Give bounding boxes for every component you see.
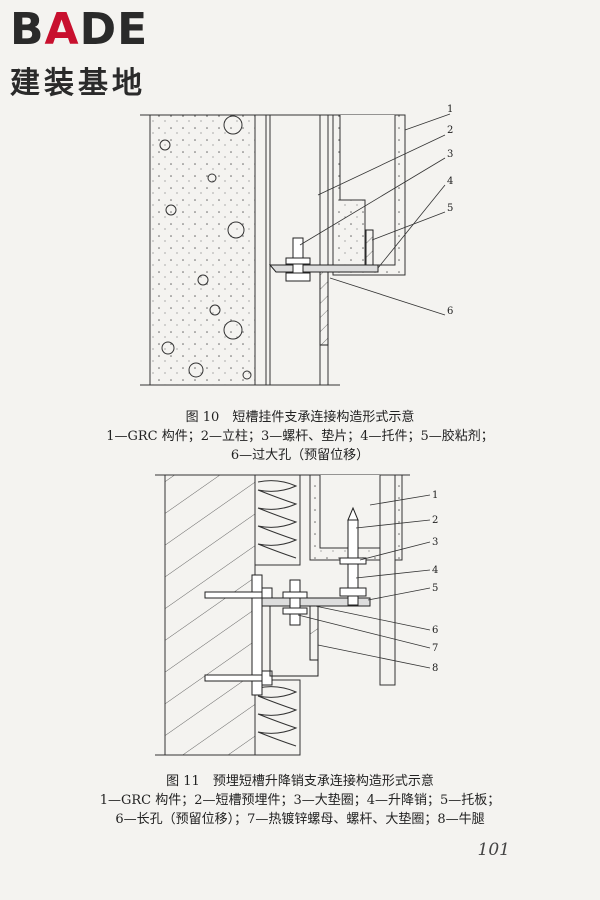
fig10-callout-2: 2 <box>447 125 453 136</box>
figure-10-legend-line2: 6—过大孔（预留位移） <box>230 448 370 463</box>
fig10-callout-6: 6 <box>447 306 453 317</box>
fig11-callout-2: 2 <box>432 515 438 526</box>
fig10-callout-1: 1 <box>447 104 453 115</box>
figure-10-title: 图 10 短槽挂件支承连接构造形式示意 <box>185 410 415 425</box>
fig11-callout-7: 7 <box>432 643 438 654</box>
fig10-callout-5: 5 <box>447 203 453 214</box>
figure-11-title: 图 11 预埋短槽升降销支承连接构造形式示意 <box>166 774 434 789</box>
fig11-callout-5: 5 <box>432 583 438 594</box>
logo-chinese-name: 建装基地 <box>10 66 146 101</box>
figure-11-legend-line1: 1—GRC 构件；2—短槽预埋件；3—大垫圈；4—升降销；5—托板； <box>99 793 501 808</box>
figure-11-drawing: 1 2 3 4 5 6 7 8 <box>155 474 438 756</box>
page-number: 101 <box>477 840 510 860</box>
fig10-callout-3: 3 <box>447 149 453 160</box>
fig11-callout-4: 4 <box>432 565 438 576</box>
logo-wordmark: BADE <box>10 4 149 55</box>
fig11-callout-3: 3 <box>432 537 438 548</box>
figure-10-drawing: 1 2 3 4 5 6 <box>140 104 453 386</box>
figure-11-legend-line2: 6—长孔（预留位移）；7—热镀锌螺母、螺杆、大垫圈；8—牛腿 <box>115 812 485 827</box>
bade-logo: BADE 建装基地 <box>6 4 186 101</box>
fig11-callout-6: 6 <box>432 625 438 636</box>
figure-10-legend-line1: 1—GRC 构件；2—立柱；3—螺杆、垫片；4—托件；5—胶粘剂； <box>106 429 494 444</box>
fig10-callout-4: 4 <box>447 176 453 187</box>
fig11-callout-8: 8 <box>432 663 438 674</box>
fig11-callout-1: 1 <box>432 490 438 501</box>
